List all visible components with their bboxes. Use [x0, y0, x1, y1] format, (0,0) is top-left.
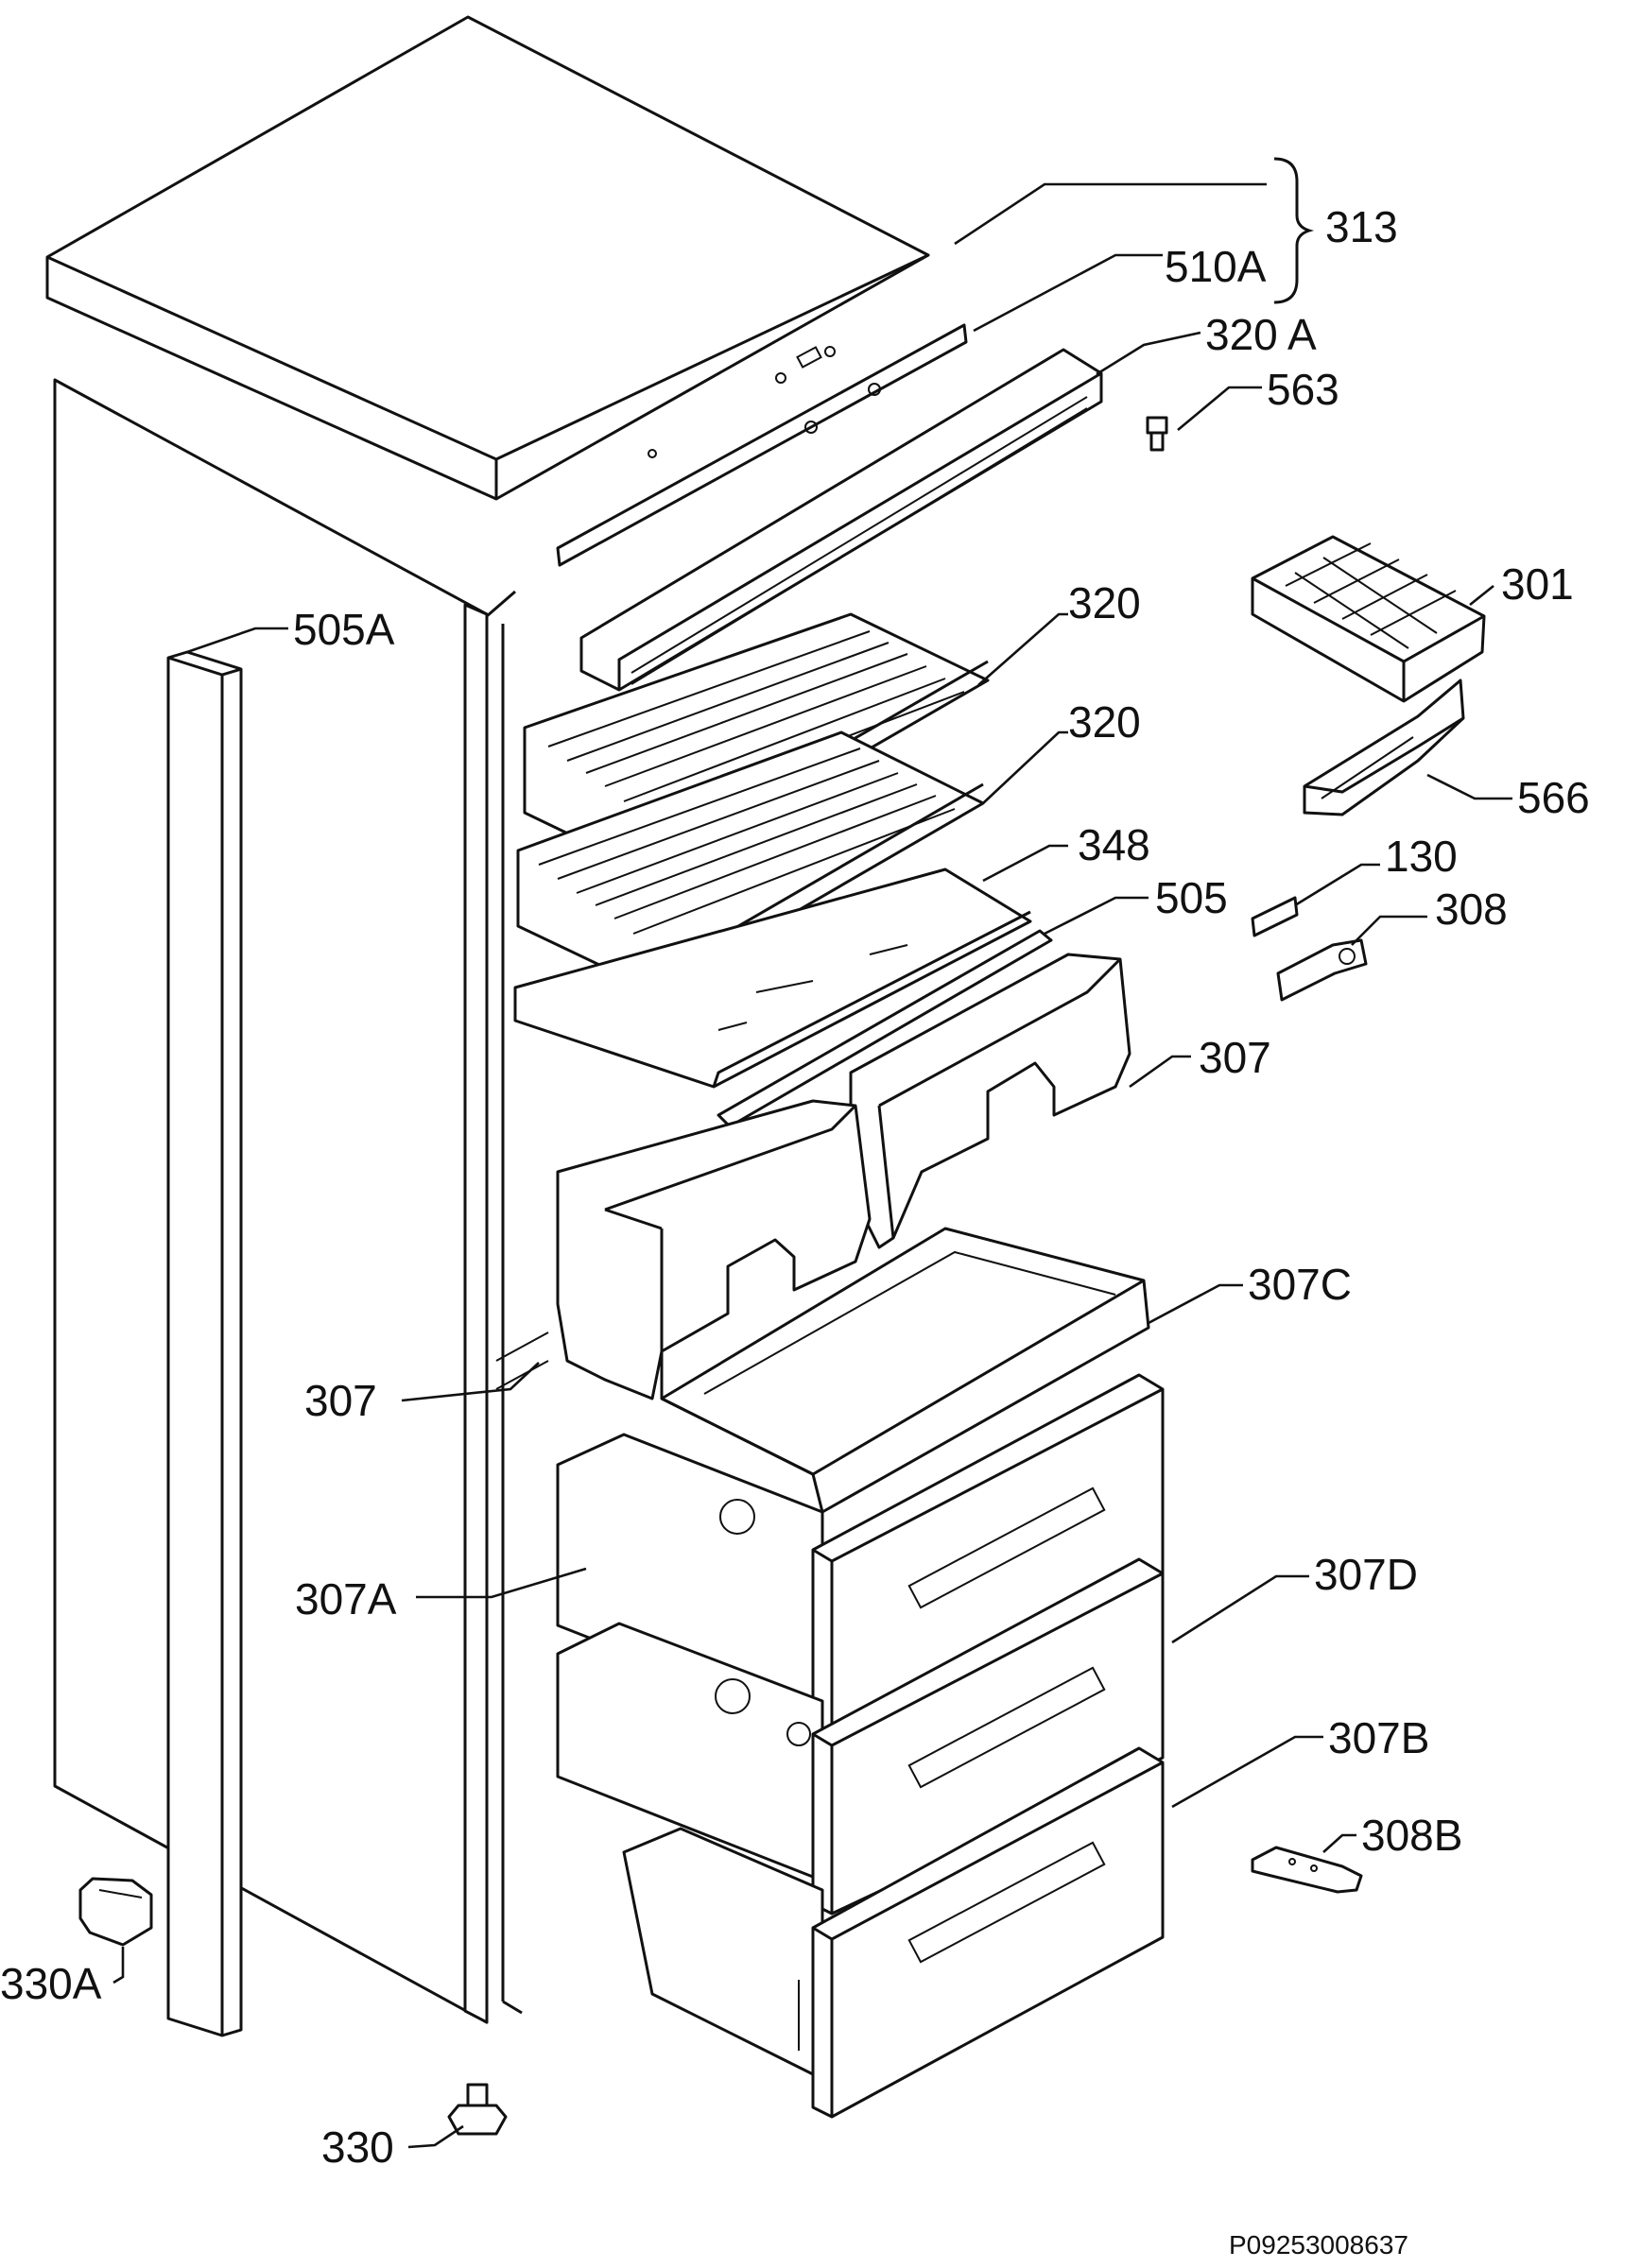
callout-307-right: 307 — [1199, 1033, 1271, 1082]
callout-301: 301 — [1501, 559, 1574, 609]
hinge-130 — [1251, 896, 1299, 937]
door-bar — [579, 348, 1103, 692]
hinge-308b — [1251, 1846, 1363, 1894]
callout-320-upper: 320 — [1068, 578, 1141, 627]
callout-307b: 307B — [1328, 1713, 1429, 1762]
basket-left — [556, 1099, 872, 1400]
callout-320-lower: 320 — [1068, 697, 1141, 747]
callout-307c: 307C — [1248, 1260, 1352, 1309]
screw-563 — [1146, 416, 1168, 452]
callout-348: 348 — [1078, 820, 1150, 869]
callout-313: 313 — [1325, 202, 1398, 251]
callout-330: 330 — [321, 2122, 394, 2172]
door-gasket — [166, 650, 243, 2037]
strip-505 — [717, 929, 1053, 1128]
callout-510a: 510A — [1165, 242, 1267, 291]
callout-307a: 307A — [295, 1574, 397, 1624]
callout-307-left: 307 — [304, 1376, 377, 1425]
callout-566: 566 — [1517, 773, 1590, 822]
cabinet — [53, 378, 549, 2024]
callout-563: 563 — [1267, 365, 1339, 414]
control-panel — [556, 323, 968, 567]
callout-307d: 307D — [1314, 1550, 1418, 1599]
basket-right — [849, 953, 1131, 1249]
scraper — [1303, 679, 1465, 816]
drawer-307b — [622, 1746, 1165, 2119]
reference-code: P09253008637 — [1229, 2230, 1408, 2259]
callout-308: 308 — [1435, 885, 1508, 934]
ice-tray — [1251, 535, 1486, 703]
callout-308b: 308B — [1361, 1811, 1462, 1860]
leader-lines — [112, 182, 1512, 2149]
callout-labels: 313 510A 320 A 563 301 505A 320 320 566 … — [0, 202, 1590, 2259]
hinge-308 — [1276, 938, 1368, 1002]
glass-shelf — [513, 868, 1032, 1089]
callout-320a: 320 A — [1205, 310, 1317, 359]
callout-505a: 505A — [293, 605, 395, 654]
foot-330 — [447, 2083, 508, 2136]
top-panel — [45, 15, 930, 501]
brace-313 — [1273, 157, 1315, 304]
callout-130: 130 — [1385, 832, 1458, 881]
foot-330a — [78, 1877, 153, 1947]
drawer-307a — [556, 1373, 1165, 1741]
callout-330a: 330A — [0, 1959, 102, 2008]
frame-307c — [660, 1227, 1150, 1514]
callout-505: 505 — [1155, 873, 1228, 922]
